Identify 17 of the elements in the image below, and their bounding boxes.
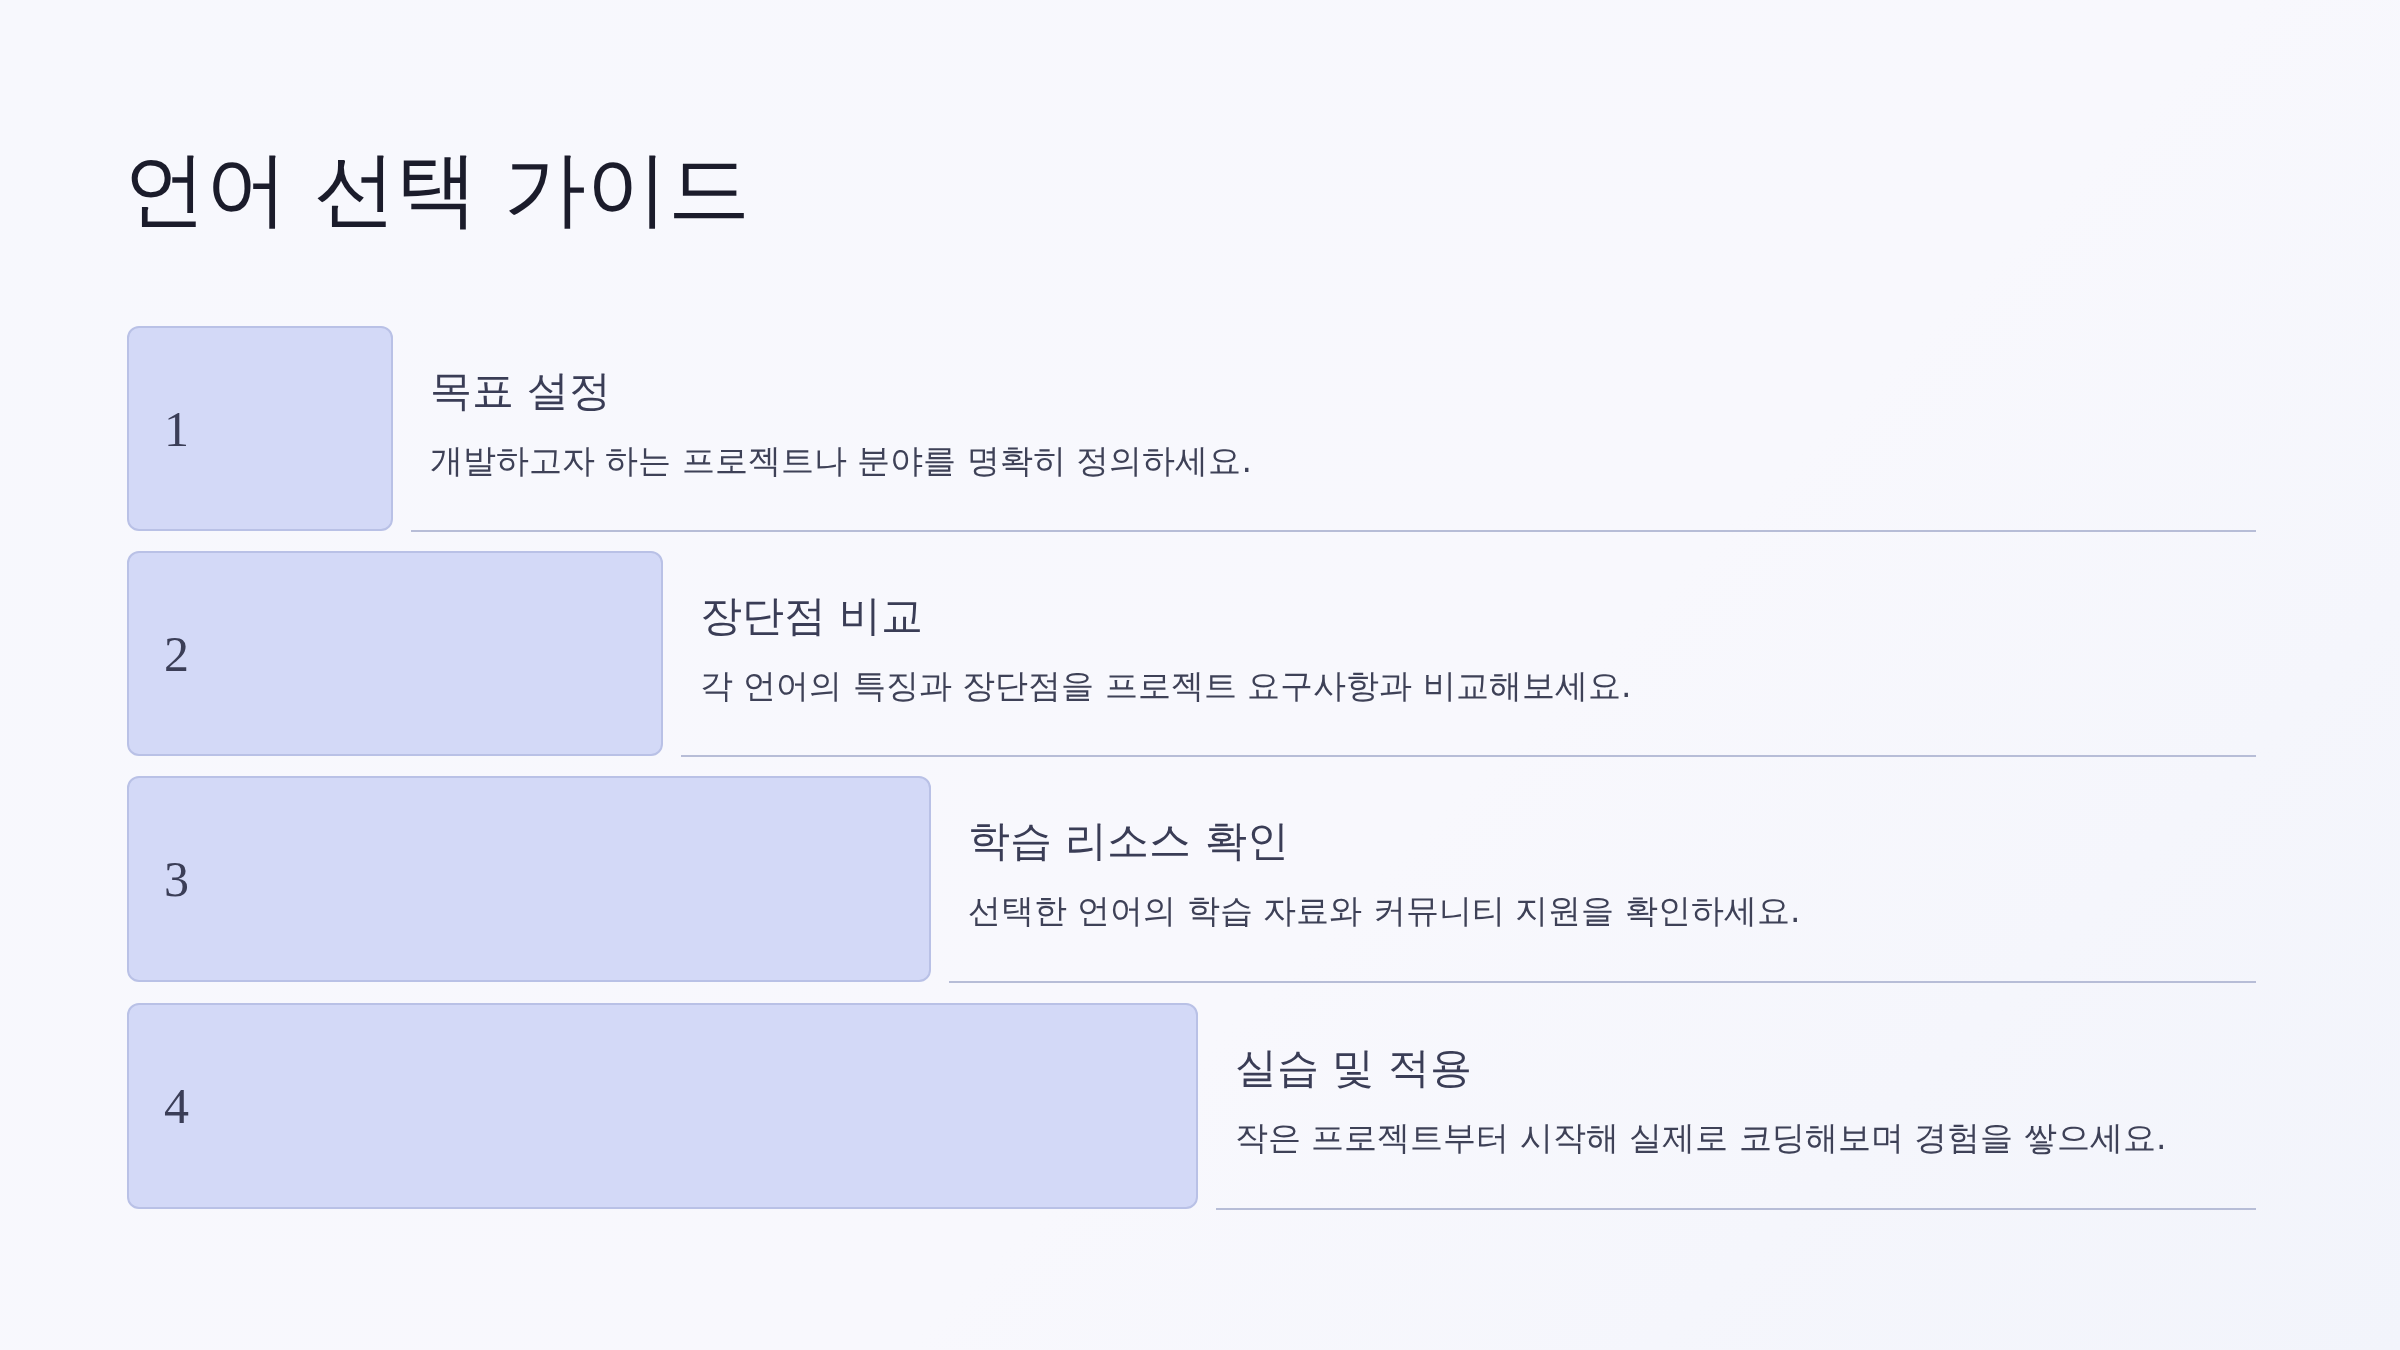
- step-number: 1: [164, 403, 189, 454]
- step-number: 4: [164, 1081, 189, 1131]
- step-box: [127, 776, 931, 982]
- step-description: 작은 프로젝트부터 시작해 실제로 코딩해보며 경험을 쌓으세요.: [1235, 1117, 2167, 1159]
- step-number: 2: [164, 628, 189, 679]
- step-box: [127, 1003, 1198, 1209]
- step-number: 3: [164, 854, 189, 904]
- step-description: 선택한 언어의 학습 자료와 커뮤니티 지원을 확인하세요.: [968, 890, 1801, 932]
- step-description: 개발하고자 하는 프로젝트나 분야를 명확히 정의하세요.: [430, 440, 1252, 482]
- step-heading: 장단점 비교: [700, 591, 924, 642]
- step-box: [127, 551, 663, 756]
- step-description: 각 언어의 특징과 장단점을 프로젝트 요구사항과 비교해보세요.: [700, 665, 1632, 707]
- slide-title: 언어 선택 가이드: [124, 140, 751, 238]
- step-heading: 목표 설정: [430, 366, 612, 417]
- step-heading: 실습 및 적용: [1235, 1043, 1472, 1094]
- step-box: [127, 326, 393, 531]
- step-heading: 학습 리소스 확인: [968, 816, 1289, 867]
